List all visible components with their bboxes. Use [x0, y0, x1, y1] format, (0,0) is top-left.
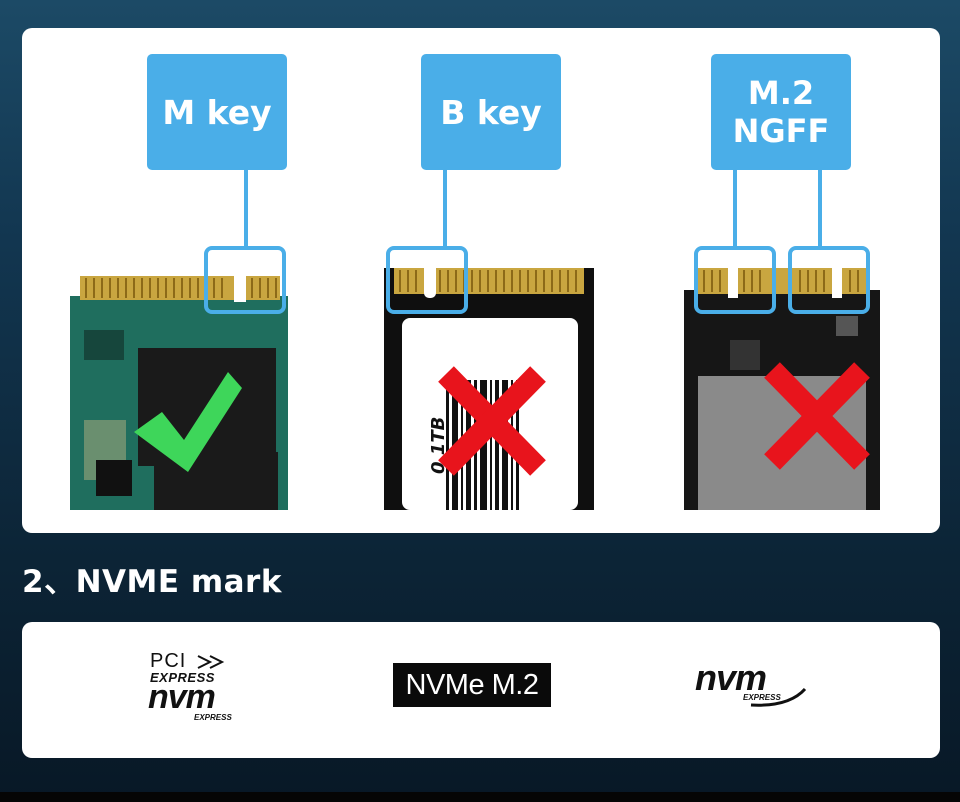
nvm-express-logo: nvm EXPRESS — [695, 657, 813, 711]
nvme-m2-logo: NVMe M.2 — [393, 663, 551, 707]
b-key-label: B key — [421, 54, 561, 170]
pci-text: PCI — [150, 650, 187, 672]
nvm-text: nvm — [695, 657, 767, 698]
ssd-capacity-label: 0 1TB — [428, 416, 449, 474]
pci-nvm-express-text: EXPRESS — [194, 713, 232, 722]
b-key-text: B key — [440, 92, 542, 132]
ngff-text-line1: M.2 — [747, 74, 815, 112]
m-key-ssd — [70, 246, 288, 510]
pci-express-nvm-logo: PCI EXPRESS nvm EXPRESS — [146, 650, 256, 730]
m-key-label: M key — [147, 54, 287, 170]
ngff-label: M.2 NGFF — [711, 54, 851, 170]
section-title: 2、NVME mark — [22, 564, 282, 600]
bottom-bar — [0, 792, 960, 802]
ngff-text-line2: NGFF — [732, 112, 830, 150]
b-key-ssd — [384, 246, 594, 510]
nvme-m2-text: NVMe M.2 — [405, 668, 539, 701]
nvm-swoosh-icon — [750, 687, 807, 707]
pci-arrows-icon — [197, 655, 225, 669]
pci-nvm-text: nvm — [148, 678, 216, 716]
nvm-express-text: EXPRESS — [743, 693, 781, 702]
bm-key-ssd — [684, 246, 880, 510]
m-key-text: M key — [162, 92, 272, 132]
pci-express-text: EXPRESS — [150, 670, 215, 685]
